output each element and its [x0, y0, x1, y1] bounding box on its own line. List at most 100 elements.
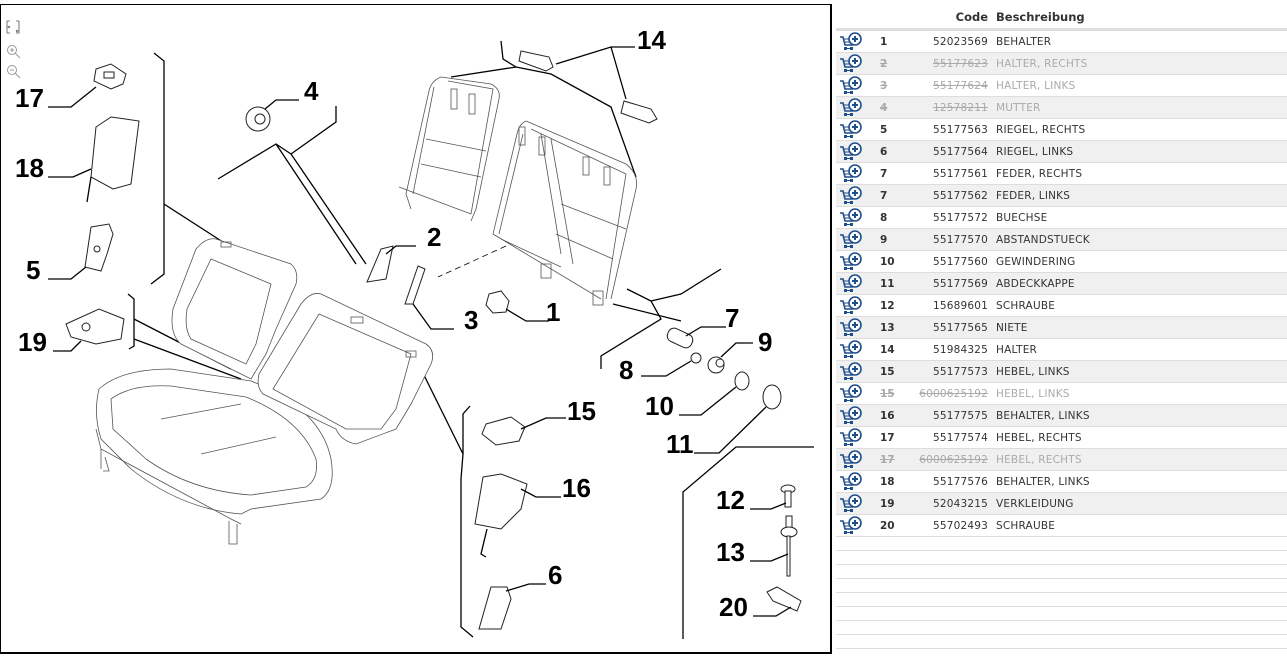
empty-table-row	[836, 579, 1287, 593]
part-code[interactable]: 55177560	[932, 256, 988, 268]
callout-leaders	[48, 46, 792, 617]
callout-6[interactable]: 6	[548, 560, 562, 590]
add-to-cart-icon[interactable]	[839, 384, 863, 404]
part-code[interactable]: 55177570	[932, 234, 988, 246]
part-code[interactable]: 6000625192	[919, 388, 988, 400]
callout-14[interactable]: 14	[637, 25, 666, 55]
part-code[interactable]: 55177563	[932, 124, 988, 136]
add-to-cart-icon[interactable]	[839, 340, 863, 360]
callout-11[interactable]: 11	[666, 429, 694, 459]
part-1-container	[485, 290, 510, 314]
add-to-cart-icon[interactable]	[839, 362, 863, 382]
add-to-cart-icon[interactable]	[839, 494, 863, 514]
add-to-cart-icon[interactable]	[839, 32, 863, 52]
add-to-cart-icon[interactable]	[839, 318, 863, 338]
add-to-cart-icon[interactable]	[839, 230, 863, 250]
exploded-parts-diagram[interactable]: 17 18 5 19 4 2 3 1 14 7 8 9 10 11 15 16 …	[0, 4, 832, 654]
part-code[interactable]: 12578211	[932, 102, 988, 114]
part-code[interactable]: 55177562	[932, 190, 988, 202]
part-code[interactable]: 55177575	[932, 410, 988, 422]
position-number: 9	[880, 234, 888, 246]
add-to-cart-icon[interactable]	[839, 54, 863, 74]
fit-to-window-icon[interactable]	[6, 20, 20, 34]
add-to-cart-icon[interactable]	[839, 274, 863, 294]
part-code[interactable]: 55702493	[932, 520, 988, 532]
part-code[interactable]: 55177564	[932, 146, 988, 158]
callout-1[interactable]: 1	[546, 297, 560, 327]
callout-16[interactable]: 16	[562, 473, 591, 503]
callout-13[interactable]: 13	[716, 537, 745, 567]
callout-15[interactable]: 15	[567, 396, 596, 426]
callout-3[interactable]: 3	[464, 305, 478, 335]
header-code[interactable]: Code	[955, 10, 988, 24]
add-to-cart-icon[interactable]	[839, 76, 863, 96]
part-code[interactable]: 55177565	[932, 322, 988, 334]
callout-8[interactable]: 8	[619, 355, 633, 385]
callout-17[interactable]: 17	[15, 83, 44, 113]
callout-5[interactable]: 5	[26, 255, 40, 285]
part-code[interactable]: 55177569	[932, 278, 988, 290]
add-to-cart-icon[interactable]	[839, 186, 863, 206]
add-to-cart-icon[interactable]	[839, 472, 863, 492]
part-code[interactable]: 55177574	[932, 432, 988, 444]
part-code[interactable]: 52023569	[932, 36, 988, 48]
part-description: BEHALTER, LINKS	[996, 476, 1090, 488]
part-code[interactable]: 55177561	[932, 168, 988, 180]
header-description[interactable]: Beschreibung	[996, 10, 1085, 24]
add-to-cart-icon[interactable]	[839, 142, 863, 162]
callout-7[interactable]: 7	[725, 303, 739, 333]
zoom-in-icon[interactable]	[7, 45, 21, 59]
part-code[interactable]: 15689601	[932, 300, 988, 312]
add-to-cart-icon[interactable]	[839, 98, 863, 118]
part-code[interactable]: 52043215	[932, 498, 988, 510]
callout-18[interactable]: 18	[15, 153, 44, 183]
callout-12[interactable]: 12	[716, 485, 745, 515]
add-to-cart-icon[interactable]	[839, 516, 863, 536]
add-to-cart-icon[interactable]	[839, 164, 863, 184]
add-to-cart-icon[interactable]	[839, 120, 863, 140]
callout-19[interactable]: 19	[18, 327, 47, 357]
callout-10[interactable]: 10	[645, 391, 674, 421]
part-code[interactable]: 51984325	[932, 344, 988, 356]
part-code[interactable]: 55177624	[932, 80, 988, 92]
add-to-cart-icon[interactable]	[839, 296, 863, 316]
callout-2[interactable]: 2	[427, 222, 441, 252]
part-code[interactable]: 55177573	[932, 366, 988, 378]
part-code[interactable]: 55177572	[932, 212, 988, 224]
part-code[interactable]: 55177623	[932, 58, 988, 70]
callout-4[interactable]: 4	[304, 76, 319, 106]
add-to-cart-icon[interactable]	[839, 208, 863, 228]
callout-20[interactable]: 20	[719, 592, 748, 622]
add-to-cart-icon[interactable]	[839, 450, 863, 470]
add-to-cart-icon[interactable]	[839, 428, 863, 448]
part-code[interactable]: 55177576	[932, 476, 988, 488]
add-to-cart-icon[interactable]	[839, 252, 863, 272]
zoom-out-icon[interactable]	[7, 65, 21, 79]
part-code[interactable]: 6000625192	[919, 454, 988, 466]
add-to-cart-icon[interactable]	[839, 406, 863, 426]
callout-9[interactable]: 9	[758, 327, 772, 357]
